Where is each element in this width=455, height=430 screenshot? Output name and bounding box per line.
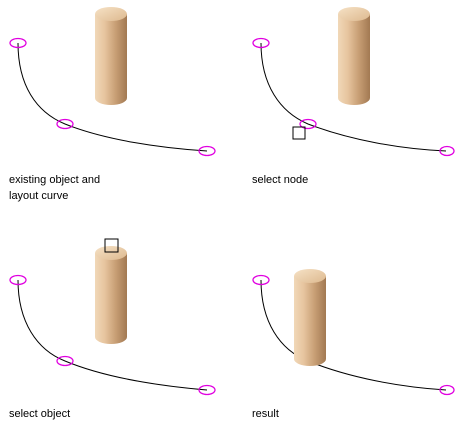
cylinder-object[interactable] [95,7,127,105]
curve-node[interactable] [439,145,455,157]
curve-node[interactable] [252,274,270,286]
caption-existing-line2: layout curve [9,190,69,202]
caption-result: result [252,406,279,422]
caption-select-node-line1: select node [252,174,309,186]
panel-result [252,269,455,396]
cylinder-object[interactable] [338,7,370,105]
cylinder-object-moved[interactable] [294,269,326,366]
layout-curve [17,279,208,391]
cylinder-object-selected[interactable] [95,246,127,344]
curve-node-selected[interactable] [299,118,317,130]
curve-node[interactable] [56,355,74,367]
pick-box-icon [292,126,306,140]
curve-node[interactable] [198,145,216,157]
caption-existing: existing object and layout curve [9,172,100,204]
panel-select-object [9,238,216,396]
caption-select-object: select object [9,406,70,422]
curve-node[interactable] [198,384,216,396]
caption-select-object-line1: select object [9,408,71,420]
layout-curve [17,42,208,152]
panel-select-node [252,7,455,157]
layout-curve [260,42,447,152]
curve-node[interactable] [439,384,455,396]
curve-node[interactable] [252,37,270,49]
curve-node[interactable] [9,274,27,286]
caption-existing-line1: existing object and [9,174,101,186]
curve-node[interactable] [9,37,27,49]
panel-existing [9,7,216,157]
caption-result-line1: result [252,408,279,420]
pick-box-icon [104,238,119,253]
layout-curve [260,279,447,391]
curve-node[interactable] [56,118,74,130]
caption-select-node: select node [252,172,308,188]
